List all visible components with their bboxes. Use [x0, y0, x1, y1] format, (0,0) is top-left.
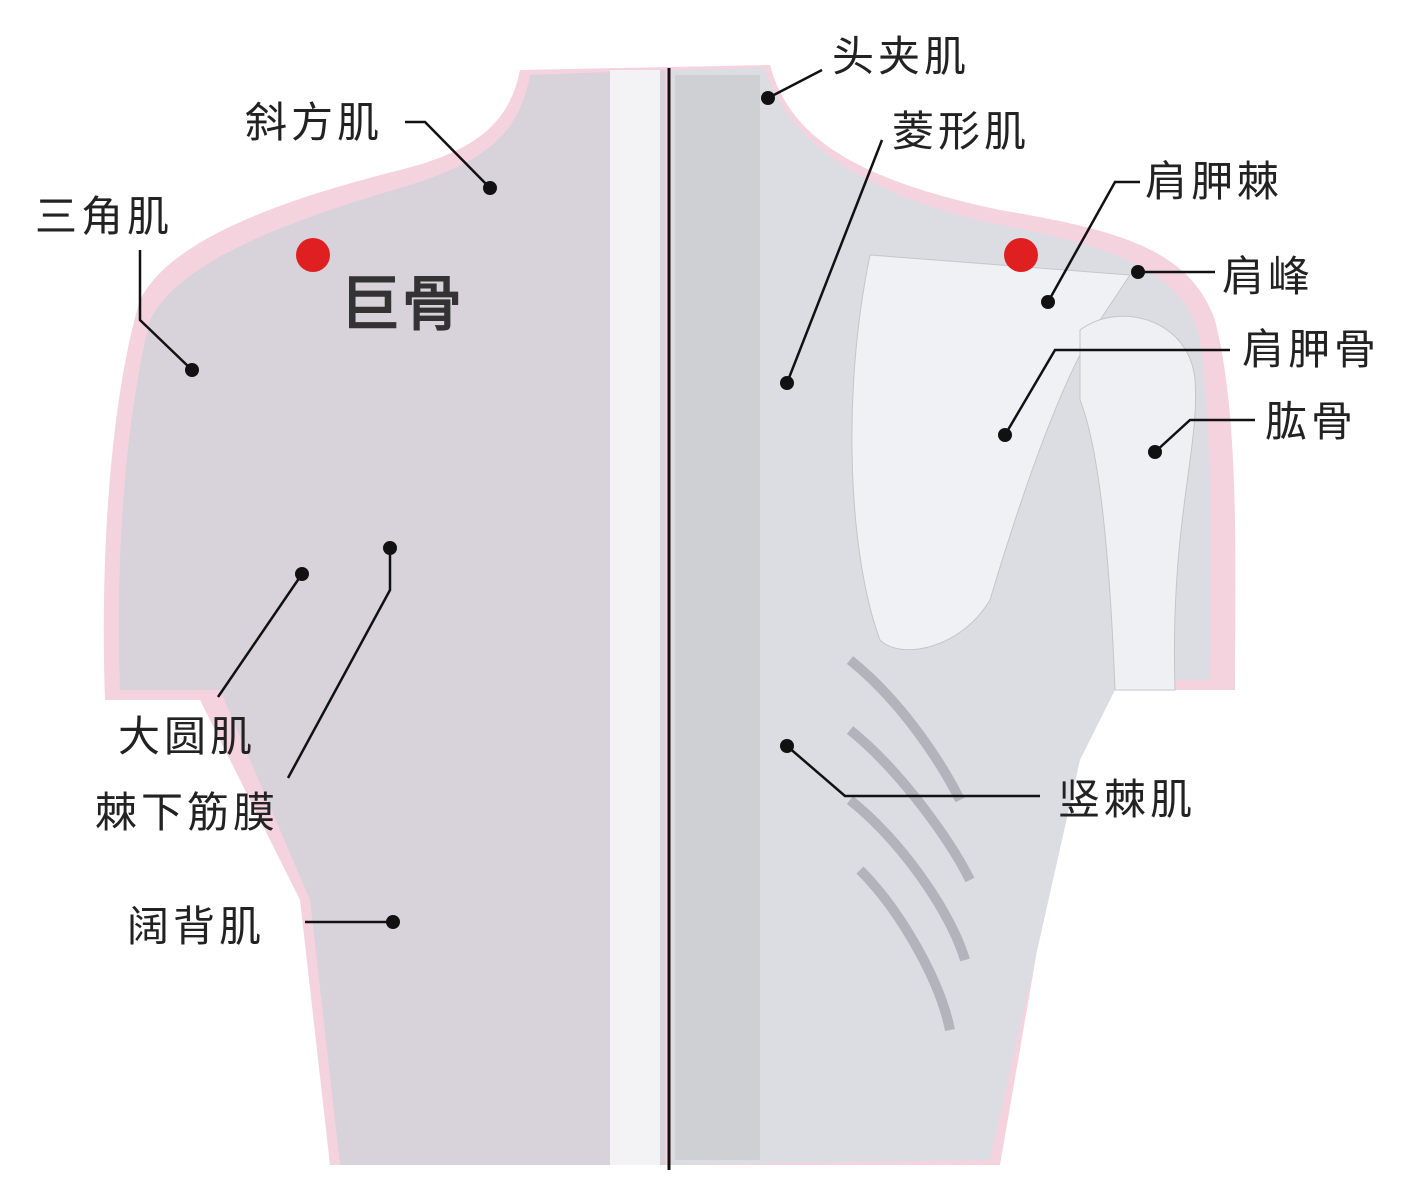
label-scapular-spine: 肩胛棘	[1145, 157, 1284, 206]
acupoint-left-marker	[296, 238, 330, 272]
leader-dots	[185, 91, 1162, 929]
label-infraspinous-fascia: 棘下筋膜	[95, 788, 280, 837]
label-humerus: 肱骨	[1265, 397, 1358, 446]
label-trapezius: 斜方肌	[245, 98, 384, 147]
left-muscle-layer	[118, 70, 665, 1165]
label-teres-major: 大圆肌	[118, 712, 257, 761]
label-acromion: 肩峰	[1222, 252, 1315, 301]
acupoint-title: 巨骨	[340, 270, 464, 340]
humerus-shape	[1079, 315, 1197, 691]
label-rhomboid: 菱形肌	[892, 107, 1031, 156]
label-erector-spinae: 竖棘肌	[1058, 775, 1197, 824]
spine-strip	[610, 70, 660, 1165]
label-scapula: 肩胛骨	[1242, 325, 1381, 374]
ribs	[846, 656, 975, 1031]
acupoint-right-marker	[1004, 238, 1038, 272]
vertebral-column	[675, 75, 760, 1160]
label-splenius-capitis: 头夹肌	[832, 32, 971, 81]
leader-lines	[138, 68, 1255, 924]
scapula-shape	[851, 254, 1131, 651]
label-latissimus-dorsi: 阔背肌	[127, 902, 266, 951]
label-deltoid: 三角肌	[35, 192, 174, 241]
